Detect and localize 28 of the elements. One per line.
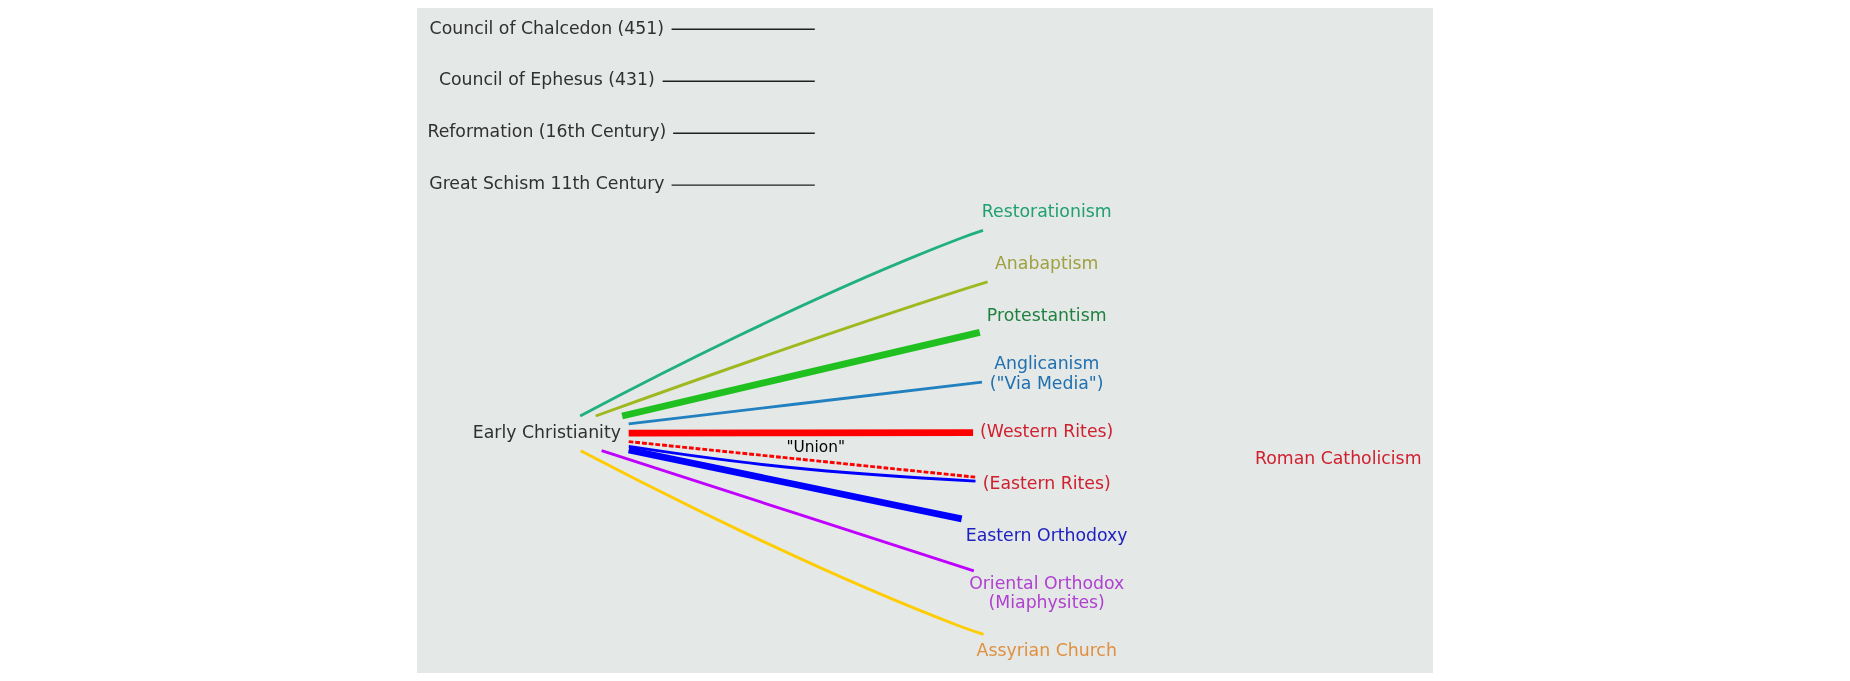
connector [661,80,816,82]
connector [628,380,983,426]
node-text: Protestantism [986,305,1107,326]
node-text: Reformation (16th Century) [427,121,667,142]
node-text: (Western Rites) [980,420,1114,441]
connector [628,446,963,523]
node-text: (Eastern Rites) [982,472,1111,493]
node-text: Assyrian Church [976,639,1117,660]
connector [595,280,988,418]
connector [628,429,974,437]
connector [621,329,981,420]
node-text: Great Schism 11th Century [429,173,665,194]
node-text: Eastern Orthodoxy [965,524,1128,545]
node-text: Council of Ephesus (431) [438,69,655,90]
edge-label: "Union" [786,438,846,457]
connector [670,28,816,30]
label: Roman Catholicism [1254,447,1422,468]
connector [580,449,984,636]
node-text: Council of Chalcedon (451) [429,17,665,38]
node-text: Oriental Orthodox (Miaphysites) [969,572,1125,612]
connector [601,449,975,573]
connector [579,229,984,418]
node-text: Restorationism [981,201,1112,222]
connector [670,184,816,186]
node-text: Anglicanism ("Via Media") [989,353,1104,393]
node-text: Early Christianity [472,421,621,442]
node-text: Anabaptism [995,253,1099,274]
connector [672,132,816,134]
